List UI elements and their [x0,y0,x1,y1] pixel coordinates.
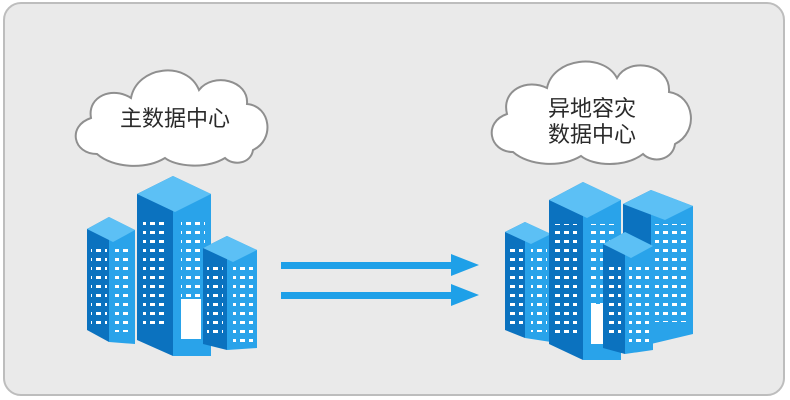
backup-label-line1: 异地容灾 [547,97,636,122]
backup-data-center-buildings [505,182,693,360]
primary-data-center-label: 主数据中心 [100,107,250,133]
cloud-primary [74,69,269,167]
building-icon [87,217,135,344]
primary-label-text: 主数据中心 [119,107,230,132]
cloud-backup [490,60,692,165]
arrow-icon [281,254,479,276]
replication-arrows [281,254,479,306]
building-icon [603,232,653,354]
diagram-canvas [74,60,693,360]
primary-data-center-buildings [87,176,257,356]
backup-label-line2: 数据中心 [547,123,636,148]
building-icon [203,236,257,350]
diagram-frame: 主数据中心 异地容灾 数据中心 [3,2,785,396]
arrow-icon [281,284,479,306]
backup-data-center-label: 异地容灾 数据中心 [517,97,667,149]
building-icon [505,222,551,342]
building-icon [137,176,211,356]
